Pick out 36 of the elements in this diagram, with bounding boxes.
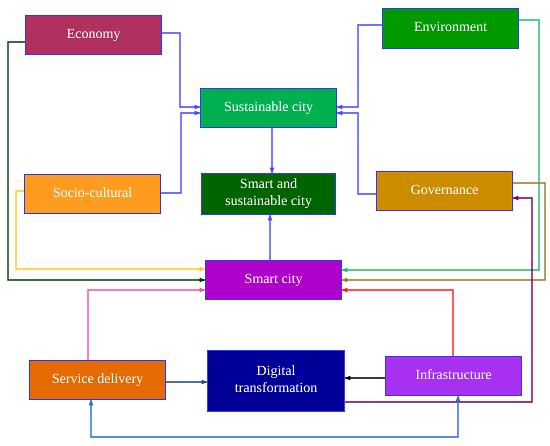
arrow: [87, 288, 206, 360]
box-label: Smart city: [244, 272, 302, 288]
arrow: [341, 182, 546, 282]
arrow: [268, 214, 272, 260]
arrow: [336, 110, 376, 195]
process-box: [385, 356, 522, 396]
process-box: [205, 260, 342, 300]
process-box: [382, 8, 519, 49]
box-label: Service delivery: [52, 372, 144, 388]
box-label: Economy: [66, 26, 120, 44]
box-label: Digital transformation: [234, 364, 318, 398]
box-label: Smart and sustainable city: [224, 177, 313, 211]
process-box: [25, 15, 162, 55]
process-box: [376, 171, 513, 211]
arrow: [270, 128, 274, 174]
process-box: [24, 174, 161, 214]
arrow: [161, 110, 201, 194]
arrow: [162, 32, 201, 110]
arrow: [166, 380, 208, 384]
box-label: Environment: [414, 20, 488, 37]
arrow: [341, 19, 540, 272]
process-box: [207, 350, 345, 412]
process-box: [200, 88, 337, 128]
box-label: Sustainable city: [224, 100, 314, 116]
box-label: Socio-cultural: [52, 186, 132, 202]
arrow: [341, 288, 454, 356]
arrow: [336, 24, 382, 110]
arrow: [7, 41, 206, 282]
box-label: Infrastructure: [415, 368, 492, 384]
arrow: [345, 196, 533, 403]
process-box: [201, 173, 336, 215]
box-label: Governance: [410, 182, 478, 200]
arrow: [344, 376, 385, 380]
process-box: [29, 360, 166, 400]
arrow: [88, 395, 460, 438]
arrow: [15, 190, 206, 272]
